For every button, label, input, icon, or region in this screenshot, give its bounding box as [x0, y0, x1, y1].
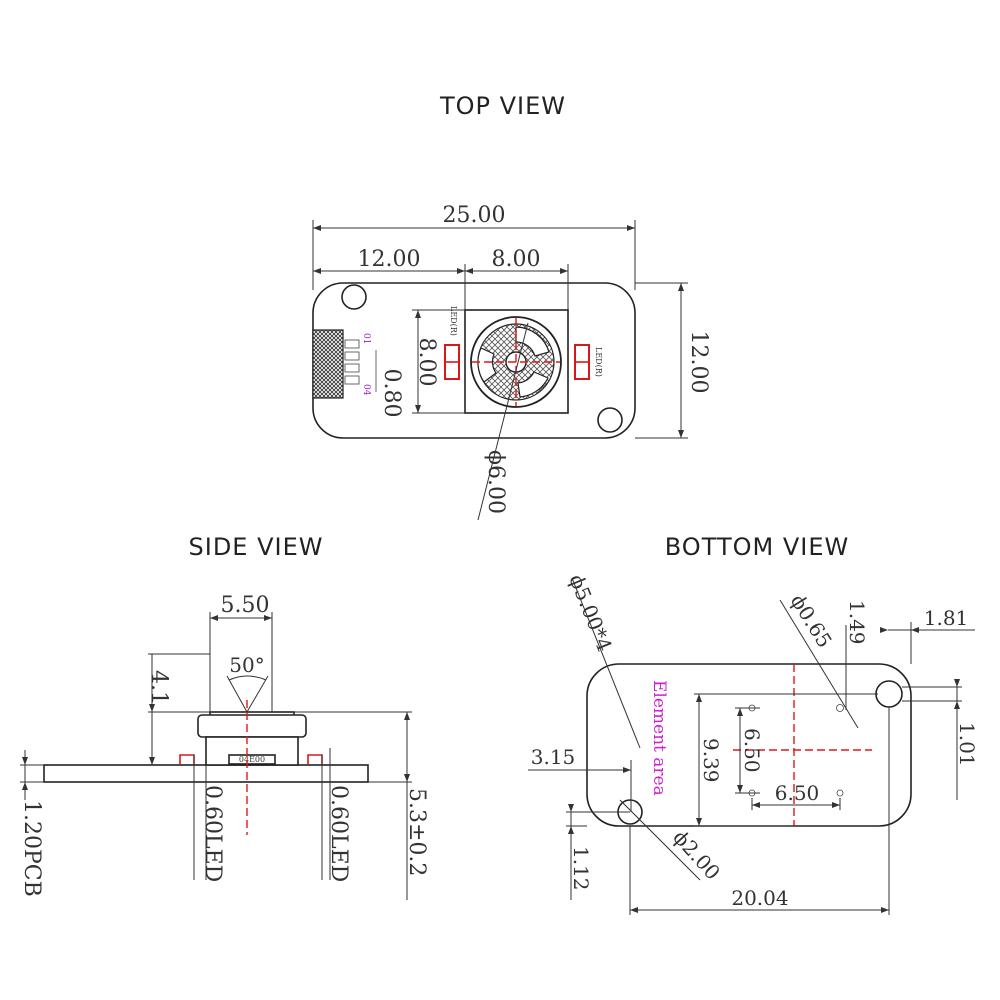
- led-right-label: LED(R): [594, 347, 603, 377]
- side-led-right: [307, 754, 323, 765]
- dim-offset-top: 1.49: [845, 600, 869, 645]
- dim-side-lens-height: 4.1: [146, 670, 171, 705]
- dim-total-height: 5.3±0.2: [404, 788, 429, 876]
- dim-led-left: 0.60LED: [200, 785, 225, 882]
- dim-lens-height: 8.00: [414, 338, 439, 387]
- dim-view-angle: 50°: [229, 653, 264, 677]
- dim-lens-diameter: ϕ6.00: [483, 450, 508, 514]
- dim-mount-hole: ϕ2.00: [668, 825, 725, 884]
- side-view: 04E00 5.50 50° 4.1 1.20PCB 0.60LED: [19, 593, 429, 900]
- bottom-pad-hole-top: [836, 704, 844, 712]
- dim-height-939: 9.39: [699, 738, 723, 783]
- dim-bottom-offset: 1.12: [569, 846, 593, 891]
- dim-overall-height: 12.00: [686, 331, 711, 394]
- dim-connector-pitch: 0.80: [379, 369, 404, 418]
- dim-bottom-width: 20.04: [731, 886, 788, 910]
- bottom-mount-hole-right: [875, 680, 903, 708]
- side-chip-label: 04E00: [239, 755, 265, 764]
- dim-lens-width: 8.00: [492, 247, 541, 272]
- bottom-view-title: BOTTOM VIEW: [665, 533, 849, 561]
- dim-pcb-thickness: 1.20PCB: [19, 800, 44, 897]
- top-view-title: TOP VIEW: [439, 92, 566, 120]
- dim-left-offset: 3.15: [531, 745, 576, 769]
- top-connector-pins: [344, 339, 360, 385]
- pin-last-label: 04: [361, 384, 371, 396]
- dim-overall-width: 25.00: [443, 203, 506, 228]
- side-view-title: SIDE VIEW: [189, 533, 324, 561]
- dim-left-offset: 12.00: [358, 247, 421, 272]
- dim-pitch-horizontal: 6.50: [775, 781, 820, 805]
- bottom-view: Element area ϕ5.00*4 ϕ0.65 1.49 1.81 1.0…: [528, 571, 979, 915]
- dim-side-lens-width: 5.50: [221, 593, 270, 618]
- top-mount-hole-right: [597, 407, 623, 433]
- side-chip: [228, 754, 276, 765]
- dim-pitch-vertical: 6.50: [740, 728, 764, 773]
- side-led-left: [179, 754, 195, 765]
- top-view: 01 04 25.00 12.00 8.00 12.00 8.00 0.80: [312, 203, 711, 521]
- led-left-label: LED(R): [449, 306, 458, 336]
- dim-hole-small: ϕ0.65: [786, 590, 837, 652]
- element-area-label: Element area: [649, 680, 669, 796]
- dim-right-offset: 1.01: [955, 722, 979, 767]
- bottom-pad-hole-br: [836, 789, 844, 797]
- pin-first-label: 01: [361, 333, 371, 344]
- dim-led-right: 0.60LED: [326, 785, 351, 882]
- dim-hole-large: ϕ5.00*4: [564, 571, 617, 655]
- top-mount-hole-left: [341, 284, 367, 310]
- dim-offset-right: 1.81: [924, 606, 969, 630]
- top-connector: [312, 329, 344, 399]
